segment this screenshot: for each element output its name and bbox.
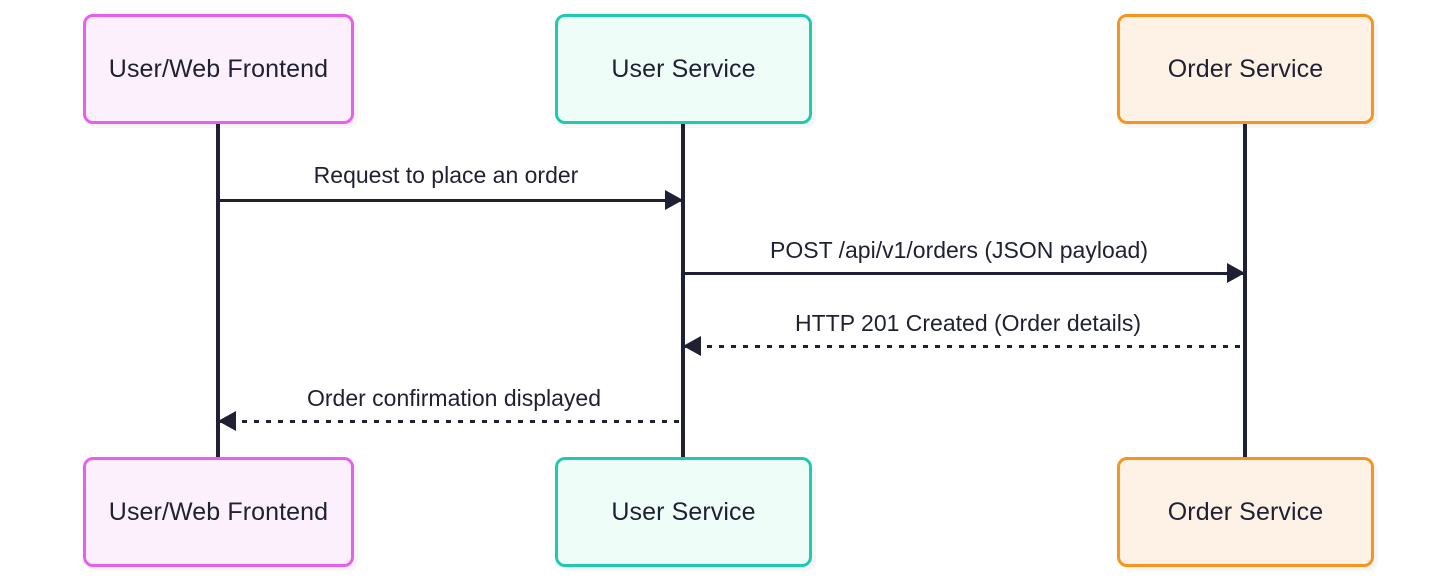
message-label-4: Order confirmation displayed — [306, 385, 602, 411]
arrow-head-left-3 — [683, 336, 701, 356]
participant-label-frontend-bottom: User/Web Frontend — [108, 497, 329, 526]
message-line-1 — [218, 199, 683, 202]
participant-label-order-service-bottom: Order Service — [1167, 497, 1324, 526]
message-line-4 — [218, 420, 683, 423]
participant-box-user-service-bottom[interactable]: User Service — [555, 457, 812, 567]
message-label-1: Request to place an order — [313, 162, 579, 188]
participant-label-order-service-top: Order Service — [1167, 54, 1324, 83]
participant-label-user-service-top: User Service — [611, 54, 756, 83]
participant-box-frontend-top[interactable]: User/Web Frontend — [83, 14, 354, 124]
arrow-head-left-4 — [218, 411, 236, 431]
participant-box-order-service-bottom[interactable]: Order Service — [1117, 457, 1374, 567]
message-line-2 — [683, 272, 1245, 275]
message-line-3 — [683, 345, 1245, 348]
message-label-2: POST /api/v1/orders (JSON payload) — [770, 237, 1148, 263]
lifeline-user-service — [681, 124, 685, 457]
arrow-head-right-1 — [665, 190, 683, 210]
message-label-3: HTTP 201 Created (Order details) — [795, 310, 1141, 336]
participant-label-user-service-bottom: User Service — [611, 497, 756, 526]
arrow-head-right-2 — [1227, 263, 1245, 283]
participant-box-frontend-bottom[interactable]: User/Web Frontend — [83, 457, 354, 567]
lifeline-order-service — [1243, 124, 1247, 457]
participant-box-user-service-top[interactable]: User Service — [555, 14, 812, 124]
lifeline-frontend — [216, 124, 220, 457]
participant-box-order-service-top[interactable]: Order Service — [1117, 14, 1374, 124]
participant-label-frontend-top: User/Web Frontend — [108, 54, 329, 83]
